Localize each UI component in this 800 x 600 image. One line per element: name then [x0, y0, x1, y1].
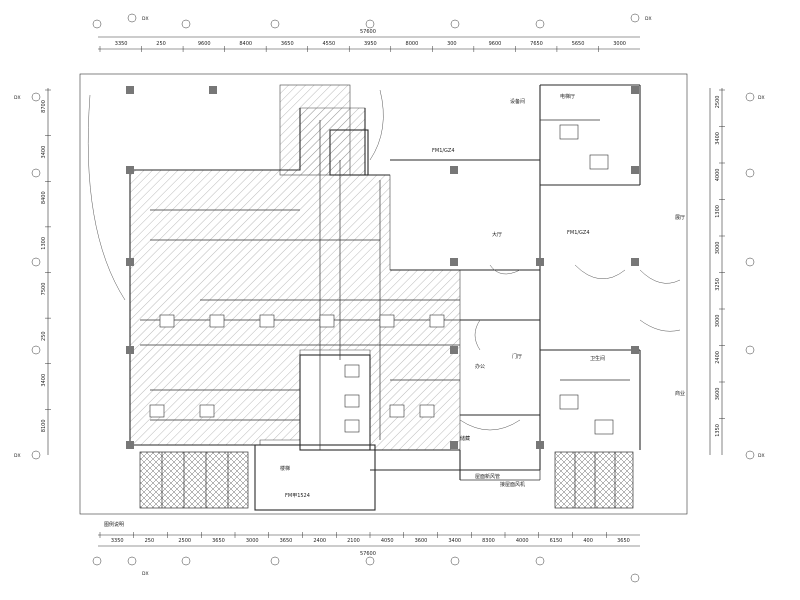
- label-room-toilet: 卫生间: [590, 355, 605, 362]
- left-dim-label: 3400: [41, 374, 47, 387]
- label-room-stair: 楼梯: [280, 465, 290, 472]
- label-fm-mid: FM1/GZ4: [567, 230, 590, 236]
- left-dim-label: 7500: [41, 283, 47, 296]
- label-room-right: 展厅: [675, 215, 685, 221]
- right-dim-label: 1300: [715, 205, 721, 218]
- duct-runs: [140, 119, 630, 481]
- dimension-frame: [47, 36, 723, 547]
- right-dimension-column: 2500 3400 4000 1300 3000 3250 3000 2400 3600 1350: [715, 89, 725, 437]
- left-dim-label: 1300: [41, 237, 47, 250]
- top-dim-label: 9600: [198, 41, 211, 47]
- right-dim-label: 3400: [715, 132, 721, 145]
- bottom-dim-label: 400: [583, 538, 593, 544]
- label-note-bottom2: 接屋面风机: [500, 481, 525, 488]
- bottom-dim-label: 4000: [516, 538, 529, 544]
- top-dim-label: 3650: [281, 41, 294, 47]
- axis-mark-bottom-left: DX: [14, 453, 21, 459]
- top-dim-label: 8000: [406, 41, 419, 47]
- right-dim-label: 2400: [715, 351, 721, 364]
- door-arcs: [87, 89, 681, 431]
- equipment-units: [149, 124, 614, 435]
- left-dim-label: 8700: [41, 100, 47, 113]
- left-dim-label: 8100: [41, 419, 47, 432]
- stair-grilles: [139, 451, 634, 509]
- right-dim-label: 3600: [715, 388, 721, 401]
- left-dim-label: 8400: [41, 191, 47, 204]
- left-dimension-column: 8700 3400 8400 1300 7500 250 3400 8100: [41, 89, 51, 432]
- bottom-dim-label: 3650: [212, 538, 225, 544]
- bottom-dim-label: 3650: [280, 538, 293, 544]
- axis-bubbles: [31, 13, 755, 583]
- top-dim-label: 300: [447, 41, 457, 47]
- bottom-dim-label: 2400: [313, 538, 326, 544]
- top-dim-label: 3350: [115, 41, 128, 47]
- left-dim-label: 250: [41, 331, 47, 341]
- bottom-dim-label: 3600: [415, 538, 428, 544]
- top-dim-label: 7650: [530, 41, 543, 47]
- axis-mark-right: DX: [758, 95, 765, 101]
- top-dim-label: 3000: [613, 41, 626, 47]
- label-room-center: 大厅: [492, 231, 502, 238]
- right-dim-label: 2500: [715, 96, 721, 109]
- top-dim-label: 9600: [489, 41, 502, 47]
- label-note-bottom: 屋面新风管: [475, 473, 500, 480]
- label-fm-bottom: FM甲1524: [285, 493, 310, 499]
- right-dim-label: 3000: [715, 242, 721, 255]
- axis-mark-bottom-right: DX: [758, 453, 765, 459]
- top-dim-label: 250: [156, 41, 166, 47]
- top-dim-label: 4550: [322, 41, 335, 47]
- axis-mark-bottom-left-2: DX: [142, 571, 149, 577]
- label-legend: 图例说明: [104, 521, 124, 528]
- bottom-dim-label: 3650: [617, 538, 630, 544]
- bottom-dim-label: 6150: [550, 538, 563, 544]
- axis-mark-left: DX: [14, 95, 21, 101]
- axis-mark-top-left: DX: [142, 16, 149, 22]
- right-dim-label: 3000: [715, 315, 721, 328]
- right-dim-label: 4000: [715, 169, 721, 182]
- bottom-dim-label: 2500: [178, 538, 191, 544]
- label-fm-top: FM1/GZ4: [432, 148, 455, 154]
- axis-mark-top-right: DX: [645, 16, 652, 22]
- bottom-dim-label: 3350: [111, 538, 124, 544]
- label-room-lobby: 门厅: [512, 353, 522, 360]
- bottom-dim-label: 2100: [347, 538, 360, 544]
- label-room-office: 办公: [475, 363, 485, 370]
- bottom-dim-label: 8300: [482, 538, 495, 544]
- label-room-shop: 商业: [675, 390, 685, 397]
- label-room-store: 储藏: [460, 435, 470, 442]
- bottom-dimension-row: 3350 250 2500 3650 3000 3650 2400 2100 4050 3600 3…: [99, 532, 630, 544]
- right-dim-label: 3250: [715, 278, 721, 291]
- label-room-equip: 设备间: [510, 98, 525, 105]
- bottom-total-dim: 57600: [360, 551, 376, 557]
- bottom-dim-label: 4050: [381, 538, 394, 544]
- left-dim-label: 3400: [41, 146, 47, 159]
- bottom-dim-label: 250: [145, 538, 155, 544]
- top-dim-label: 5650: [572, 41, 585, 47]
- top-total-dim: 57600: [360, 29, 376, 35]
- right-dim-label: 1350: [715, 424, 721, 437]
- bottom-dim-label: 3000: [246, 538, 259, 544]
- structural-columns: [126, 86, 639, 449]
- bottom-dim-label: 3400: [448, 538, 461, 544]
- top-dim-label: 8400: [239, 41, 252, 47]
- top-dim-label: 3950: [364, 41, 377, 47]
- hatched-zones: [129, 84, 461, 451]
- top-dimension-row: 3350 250 9600 8400 3650 4550 3950 8000 300 9600 76…: [99, 41, 626, 52]
- label-room-elev: 电梯厅: [560, 93, 575, 100]
